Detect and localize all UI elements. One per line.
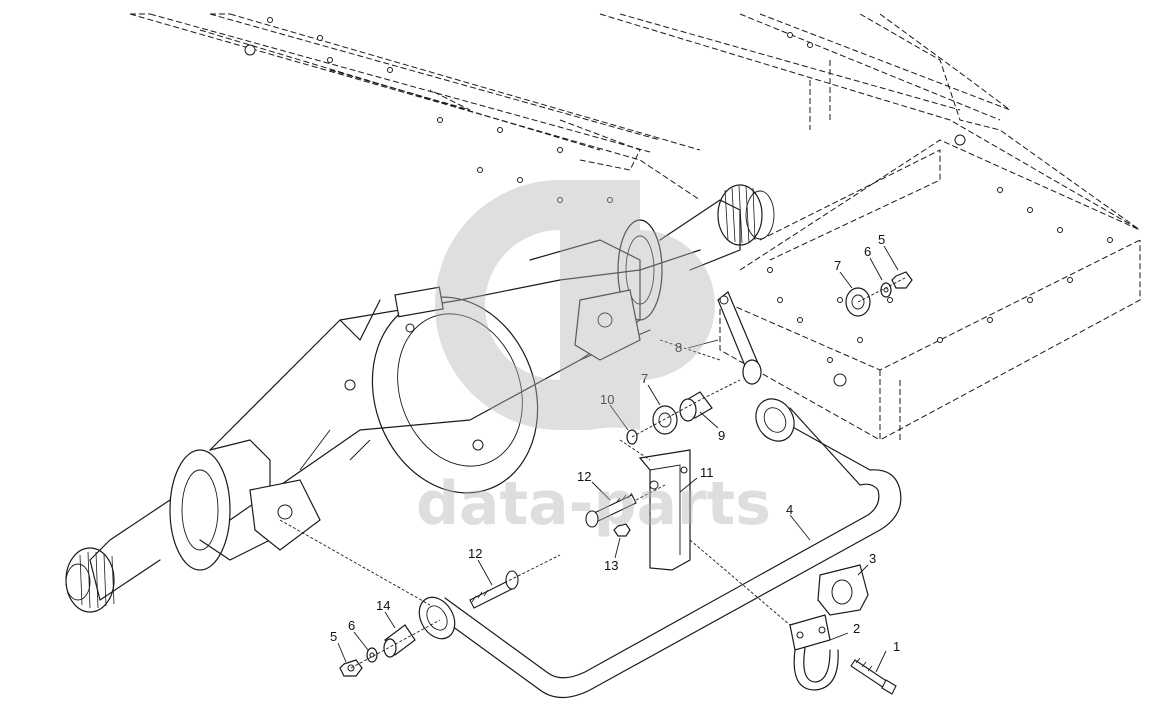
callout-7-mid: 7: [641, 371, 648, 386]
callout-8: 8: [675, 340, 682, 355]
frame-holes: [244, 17, 1113, 387]
u-clamp-part-2: [789, 614, 839, 691]
callout-4: 4: [786, 502, 793, 517]
bar-bushing-part-3: [817, 564, 869, 616]
callout-13: 13: [604, 558, 618, 573]
callout-14: 14: [376, 598, 390, 613]
bracket-part-11: [638, 449, 691, 571]
callout-3: 3: [869, 551, 876, 566]
callout-12-lower: 12: [468, 546, 482, 561]
callout-10: 10: [600, 392, 614, 407]
callout-9: 9: [718, 428, 725, 443]
callout-labels: 1 2 3 4 5 6 14 12 10 7 9 11 12 13 8 7 6 …: [330, 232, 900, 654]
callout-12-upper: 12: [577, 469, 591, 484]
assembly-lines: [279, 277, 906, 669]
pin-part-12-lower: [469, 570, 519, 609]
bushing-part-7-mid: [652, 405, 678, 435]
callout-5-right: 5: [878, 232, 885, 247]
callout-1: 1: [893, 639, 900, 654]
callout-7-right: 7: [834, 258, 841, 273]
callout-5-left: 5: [330, 629, 337, 644]
axle-housing: [65, 184, 775, 613]
callout-6-right: 6: [864, 244, 871, 259]
washer-part-6-right: [880, 282, 892, 298]
nut-part-5-right: [891, 271, 913, 289]
anti-roll-bar: [418, 398, 902, 699]
frame-rail-left: [129, 13, 701, 201]
link-part-8: [717, 291, 762, 385]
callout-11: 11: [700, 465, 714, 480]
leader-lines: [337, 245, 899, 673]
bushing-part-14: [383, 624, 416, 658]
dp-logo-icon: [435, 180, 715, 430]
pin-part-12-upper: [585, 492, 637, 528]
bolt-part-1: [850, 657, 897, 695]
callout-6-left: 6: [348, 618, 355, 633]
nut-part-13: [613, 523, 631, 537]
sleeve-part-9: [679, 391, 713, 422]
watermark-text: data-parts: [416, 469, 771, 539]
callout-2: 2: [853, 621, 860, 636]
frame-rail-right: [599, 13, 1141, 441]
